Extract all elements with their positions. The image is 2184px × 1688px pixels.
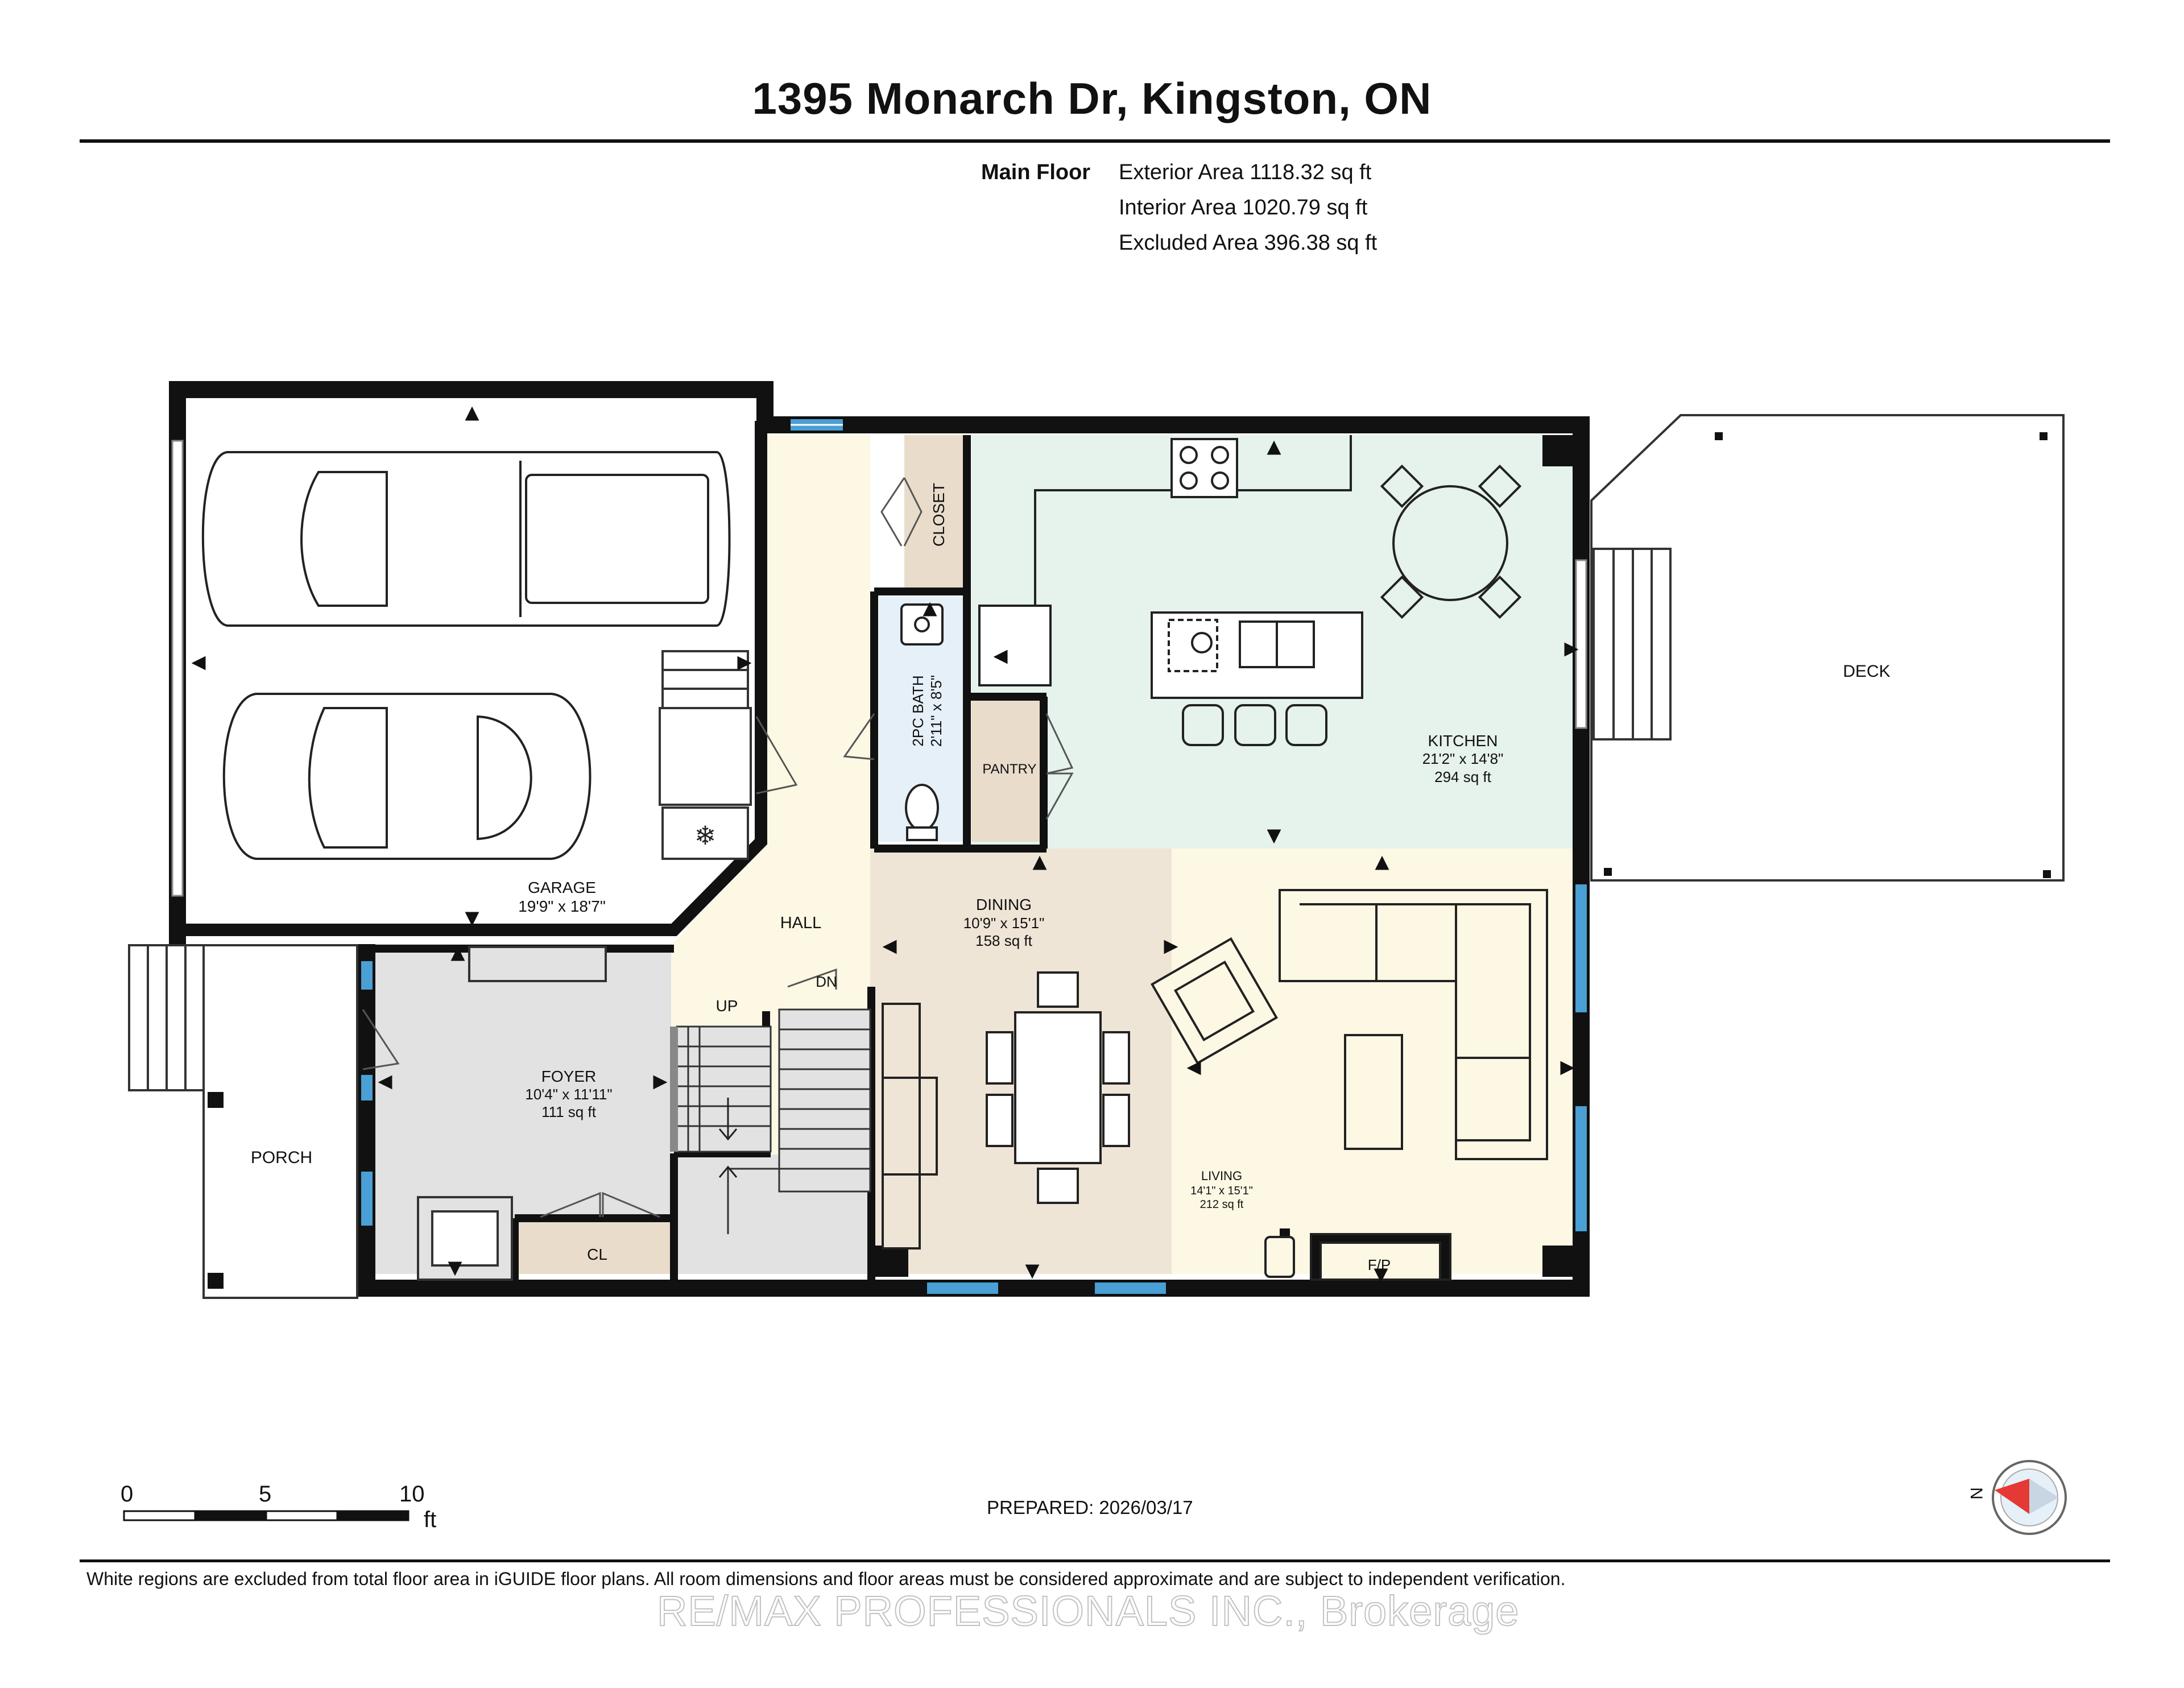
scale-label-5: 5 — [259, 1482, 272, 1507]
cl-label: CL — [587, 1246, 607, 1263]
porch-label: PORCH — [251, 1148, 312, 1167]
bath-dims: 2'11" x 8'5" — [928, 675, 945, 747]
garage-cars — [201, 451, 731, 860]
plan-title: 1395 Monarch Dr, Kingston, ON — [752, 73, 1432, 123]
dn-label: DN — [816, 973, 837, 990]
kitchen-counters — [978, 435, 1522, 746]
scale-bar — [123, 1510, 410, 1521]
cl-fill — [519, 1223, 671, 1274]
fp-label: F/P — [1368, 1256, 1391, 1273]
deck-label: DECK — [1843, 662, 1890, 681]
disclaimer: White regions are excluded from total fl… — [86, 1569, 1566, 1589]
foyer-label: FOYER — [541, 1068, 596, 1085]
footer-rule — [80, 1559, 2110, 1562]
prepared-date: PREPARED: 2026/03/17 — [987, 1497, 1193, 1518]
dining-area: 158 sq ft — [975, 932, 1033, 949]
garage-walls — [171, 421, 767, 941]
foyer-area: 111 sq ft — [541, 1103, 597, 1120]
furnace-icon: ❄ — [694, 821, 717, 850]
deck-steps — [1592, 548, 1672, 740]
dining-furniture — [882, 971, 1130, 1250]
kitchen-area: 294 sq ft — [1434, 768, 1492, 785]
foyer-items — [417, 946, 607, 1281]
scale-unit: ft — [424, 1507, 437, 1532]
porch-steps — [128, 944, 205, 1091]
scale-label-10: 10 — [399, 1482, 425, 1507]
closet-fill — [904, 435, 967, 589]
dining-dims: 10'9" x 15'1" — [963, 915, 1045, 932]
garage-door — [171, 440, 184, 897]
kitchen-label: KITCHEN — [1428, 732, 1498, 750]
newel-post — [762, 1011, 770, 1026]
up-label: UP — [716, 997, 738, 1015]
closet-label: CLOSET — [930, 483, 948, 547]
garage-stair — [659, 650, 752, 860]
living-dims: 14'1" x 15'1" — [1190, 1185, 1253, 1197]
hall-label: HALL — [780, 914, 822, 932]
porch: PORCH — [202, 944, 358, 1299]
deck: DECK — [1590, 414, 2065, 882]
garage-label: GARAGE — [528, 879, 596, 896]
exterior-area: Exterior Area 1118.32 sq ft — [1119, 160, 1372, 184]
title-rule — [80, 139, 2110, 143]
excluded-area: Excluded Area 396.38 sq ft — [1119, 231, 1378, 255]
bath-label: 2PC BATH — [909, 675, 926, 746]
pantry-label: PANTRY — [982, 762, 1036, 777]
compass-icon — [1992, 1460, 2067, 1535]
dining-label: DINING — [976, 896, 1032, 913]
arrows — [191, 406, 1579, 1283]
living-label: LIVING — [1201, 1169, 1242, 1183]
stairs — [676, 1008, 871, 1234]
floor-label: Main Floor — [981, 160, 1091, 184]
pantry-fill — [971, 697, 1040, 842]
compass-north-label: N — [1967, 1487, 1986, 1500]
door-swings — [362, 477, 1074, 1218]
interior-area: Interior Area 1020.79 sq ft — [1119, 196, 1368, 220]
room-labels: GARAGE 19'9" x 18'7" HALL CLOSET 2PC BAT… — [518, 483, 1503, 1273]
windows — [361, 419, 1587, 1294]
brokerage-watermark: RE/MAX PROFESSIONALS INC., Brokerage — [656, 1587, 1520, 1635]
kitchen-dims: 21'2" x 14'8" — [1422, 750, 1504, 767]
garage-dims: 19'9" x 18'7" — [518, 897, 606, 915]
stair-rail — [670, 1027, 678, 1152]
stair-arrows — [718, 1098, 738, 1178]
scale-label-0: 0 — [121, 1482, 134, 1507]
living-area: 212 sq ft — [1200, 1198, 1244, 1211]
patio-door — [1575, 559, 1587, 729]
foyer-dims: 10'4" x 11'11" — [525, 1086, 612, 1103]
